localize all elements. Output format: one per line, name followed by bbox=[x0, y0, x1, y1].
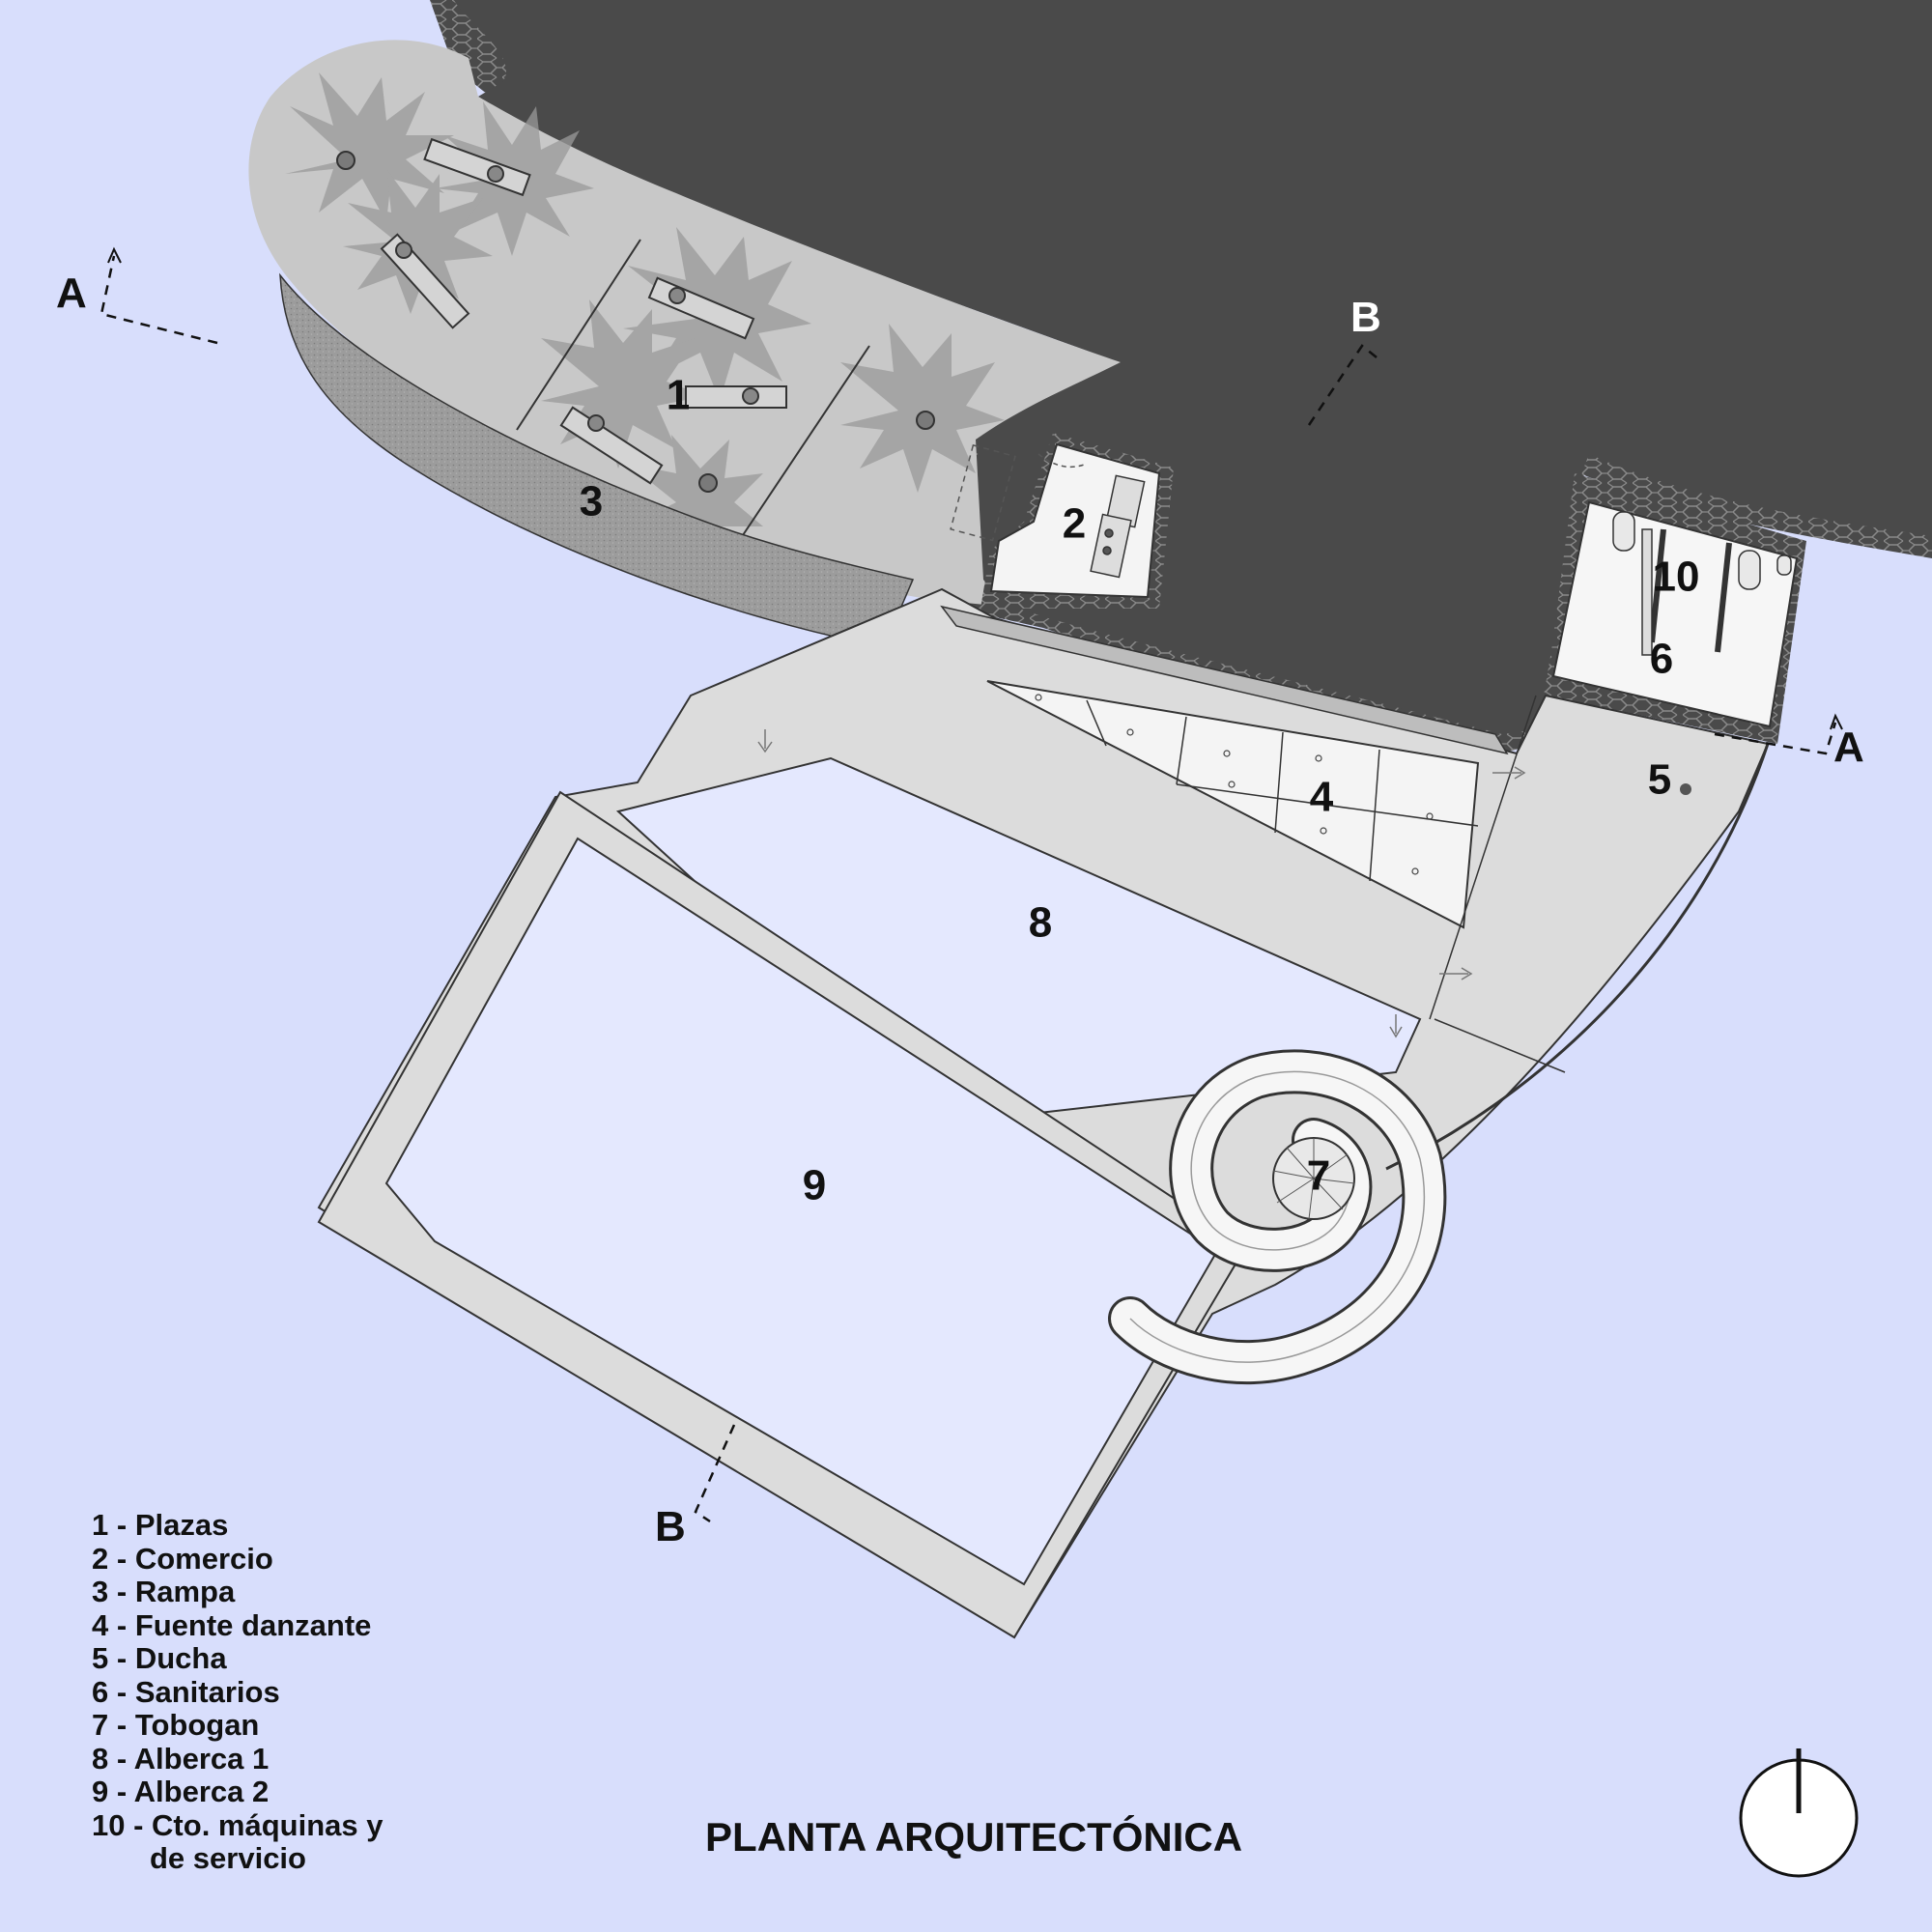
section-arrow-a bbox=[1830, 713, 1843, 730]
zone-label-tobogan: 7 bbox=[1307, 1152, 1330, 1200]
plaza-divider bbox=[516, 239, 641, 431]
zone-label-ducha: 5 bbox=[1648, 756, 1671, 804]
fountain-jet bbox=[1320, 827, 1327, 835]
flow-arrow bbox=[757, 729, 773, 753]
wc-fixture bbox=[1738, 550, 1761, 590]
fountain-joint bbox=[1274, 731, 1284, 834]
zone-label-alberca1: 8 bbox=[1029, 899, 1052, 947]
fountain-jet bbox=[1426, 812, 1434, 820]
zone-label-comercio: 2 bbox=[1063, 500, 1086, 548]
building-step bbox=[940, 605, 1509, 755]
bench bbox=[685, 385, 787, 409]
section-label-b-bottom: B bbox=[655, 1503, 686, 1550]
bench bbox=[380, 233, 470, 329]
fountain-jet bbox=[1035, 694, 1042, 701]
legend-item: 5 - Ducha bbox=[92, 1641, 227, 1675]
section-line-b-bottom bbox=[694, 1424, 736, 1523]
legend-item: 3 - Rampa bbox=[92, 1575, 236, 1608]
water-slide bbox=[1108, 1049, 1447, 1385]
zone-label-fuente: 4 bbox=[1310, 774, 1334, 821]
legend-item: 2 - Comercio bbox=[92, 1541, 273, 1576]
service-counter bbox=[1641, 528, 1653, 656]
zone-label-maquinas: 10 bbox=[1653, 554, 1700, 601]
fountain-joint bbox=[1086, 699, 1107, 747]
kiosk-door-swing bbox=[1037, 453, 1088, 469]
fountain-jet bbox=[1223, 750, 1231, 757]
zone-label-plazas: 1 bbox=[667, 372, 690, 419]
plan-title: PLANTA ARQUITECTÓNICA bbox=[705, 1814, 1243, 1860]
north-arrow-icon bbox=[1739, 1748, 1859, 1878]
tree-trunk bbox=[916, 411, 935, 430]
legend-item: 6 - Sanitarios bbox=[92, 1674, 280, 1709]
zone-label-alberca2: 9 bbox=[803, 1162, 826, 1209]
fountain bbox=[986, 680, 1480, 929]
shower-head bbox=[1680, 783, 1691, 795]
fountain-jet bbox=[1228, 781, 1236, 788]
section-arrow-a bbox=[107, 246, 122, 264]
service-partition bbox=[1649, 528, 1666, 643]
section-label-a-left: A bbox=[56, 270, 87, 317]
fountain-jet bbox=[1126, 728, 1134, 736]
flow-arrow bbox=[1439, 967, 1473, 980]
legend-item: 4 - Fuente danzante bbox=[92, 1607, 372, 1642]
legend-item: 8 - Alberca 1 bbox=[92, 1741, 270, 1776]
service-partition bbox=[1715, 542, 1732, 653]
pool-2 bbox=[384, 837, 1219, 1586]
legend-item: 1 - Plazas bbox=[92, 1508, 229, 1542]
zone-label-sanitarios: 6 bbox=[1650, 636, 1673, 683]
section-line-a-right bbox=[1714, 722, 1837, 755]
section-line-b-top bbox=[1307, 344, 1378, 426]
deck-divider bbox=[1429, 695, 1537, 1020]
sink-fixture bbox=[1776, 554, 1792, 576]
service-block-interior bbox=[1551, 500, 1799, 728]
kiosk-sink bbox=[1090, 513, 1132, 579]
fountain-joint bbox=[1369, 749, 1380, 882]
tree-trunk bbox=[698, 473, 718, 493]
bench bbox=[559, 406, 664, 485]
bench bbox=[423, 137, 531, 197]
legend-item: 9 - Alberca 2 bbox=[92, 1775, 270, 1808]
fountain-jet bbox=[1315, 754, 1322, 762]
bench bbox=[647, 276, 755, 340]
flow-arrow bbox=[1389, 1014, 1403, 1038]
fountain-jet bbox=[1411, 867, 1419, 875]
fountain-joint bbox=[1176, 716, 1187, 785]
zone-label-rampa: 3 bbox=[580, 478, 603, 526]
deck-divider bbox=[1434, 1018, 1566, 1073]
section-label-b-top: B bbox=[1350, 294, 1381, 341]
legend-item: 7 - Tobogan bbox=[92, 1708, 260, 1742]
main-building bbox=[454, 0, 1932, 734]
plaza-divider bbox=[738, 345, 870, 542]
legend: 1 - Plazas 2 - Comercio 3 - Rampa 4 - Fu… bbox=[92, 1508, 384, 1876]
kiosk-canopy bbox=[950, 443, 1016, 542]
wc-fixture bbox=[1612, 511, 1635, 552]
tree-trunk bbox=[336, 151, 355, 170]
deck-curved-edge bbox=[1385, 743, 1770, 1171]
flow-arrow bbox=[1492, 766, 1526, 780]
section-line-a-left bbox=[99, 255, 218, 345]
section-label-a-right: A bbox=[1833, 724, 1864, 771]
